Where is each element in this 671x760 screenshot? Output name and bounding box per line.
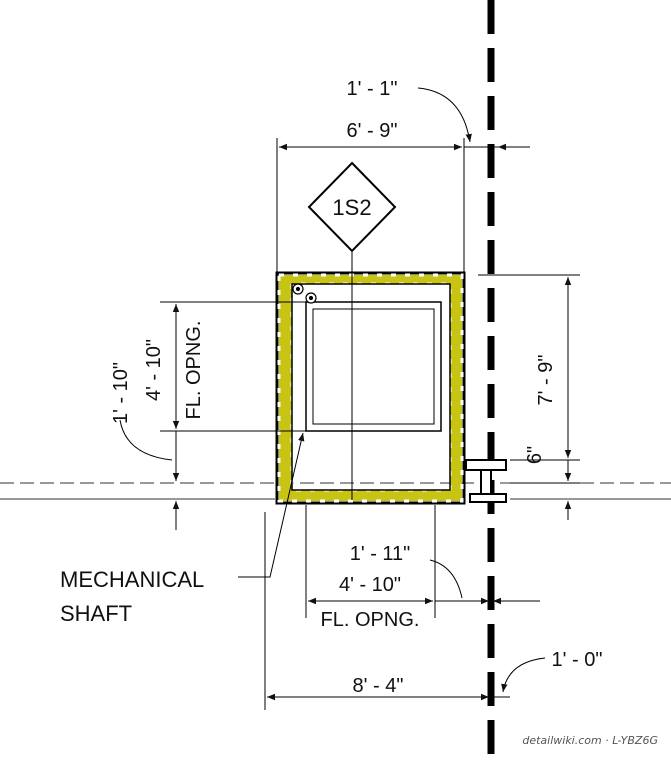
shaft-label-line1: MECHANICAL [60, 567, 204, 592]
shaft-label-line2: SHAFT [60, 601, 132, 626]
dim-left-inner-note: FL. OPNG. [183, 321, 205, 420]
floor-opening [305, 301, 442, 432]
top-dimensions [276, 87, 530, 273]
dim-top-offset: 1' - 1" [347, 78, 398, 100]
dim-top-width: 6' - 9" [347, 120, 398, 142]
pipe-icons [292, 283, 317, 304]
dim-bottom-total: 8' - 4" [353, 675, 404, 697]
dim-left-inner: 4' - 10" [143, 339, 165, 401]
steel-beam [465, 459, 507, 503]
right-dimensions [478, 274, 580, 520]
section-tag-text: 1S2 [332, 195, 371, 220]
dim-bottom-right: 1' - 0" [552, 649, 603, 671]
dim-left-outer: 1' - 10" [110, 362, 132, 424]
dim-bottom-offset: 1' - 11" [350, 543, 411, 565]
dim-bottom-opening: 4' - 10" [339, 574, 401, 596]
dim-right-small: 6" [524, 446, 546, 464]
section-tag: 1S2 [307, 161, 397, 253]
floor-edge-lines [0, 482, 671, 500]
bottom-dimensions [264, 505, 546, 710]
dim-bottom-opening-note: FL. OPNG. [321, 609, 420, 631]
shaft-walls [275, 271, 466, 505]
watermark: detailwiki.com · L-YBZ6G [522, 734, 658, 747]
dim-right-height: 7' - 9" [535, 355, 557, 406]
left-dimensions [119, 301, 306, 530]
shaft-label: MECHANICAL SHAFT [60, 432, 305, 626]
